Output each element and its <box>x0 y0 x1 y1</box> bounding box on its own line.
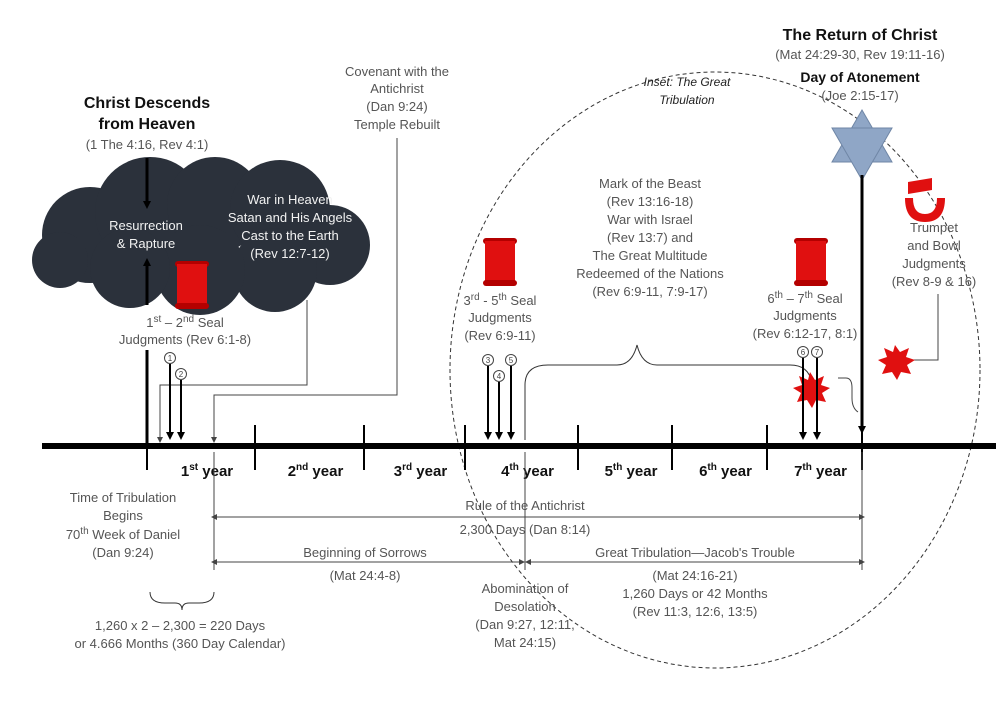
seal-number: 7 <box>815 348 820 357</box>
begins-line2: Begins <box>103 508 143 523</box>
scroll-icon <box>794 238 828 286</box>
abomination-line2: Desolation <box>494 599 555 614</box>
year-label: 4th year <box>501 462 554 480</box>
seal12-line1: 1st – 2nd Seal <box>146 314 224 330</box>
seal67-line2: Judgments <box>773 308 837 323</box>
descends-line2: from Heaven <box>99 116 196 133</box>
inset-label-line1: Inset: The Great <box>644 75 731 89</box>
calc-brace <box>149 591 215 611</box>
war-heaven-line2: Satan and His Angels <box>228 210 353 225</box>
inset-ellipse <box>449 71 981 669</box>
seal-number-circle <box>797 346 809 358</box>
descends-refs: (1 The 4:16, Rev 4:1) <box>86 137 209 152</box>
trumpet-line1: Trumpet <box>910 220 958 235</box>
scroll-icon <box>175 261 209 309</box>
trumpet-connector <box>898 294 939 361</box>
seal35-ref: (Rev 6:9-11) <box>464 328 535 343</box>
trumpet-icon <box>905 178 945 222</box>
scroll-icon <box>483 238 517 286</box>
seal35-line2: Judgments <box>468 310 532 325</box>
return-title: The Return of Christ <box>783 27 938 44</box>
seal-number-circle <box>505 354 517 366</box>
war-heaven-ref: (Rev 12:7-12) <box>250 246 329 261</box>
seal-number: 4 <box>497 372 502 381</box>
calc-line2: or 4.666 Months (360 Day Calendar) <box>74 636 285 651</box>
war-connector <box>157 300 308 443</box>
mark-line5: The Great Multitude <box>593 248 708 263</box>
year-label: 5th year <box>605 462 658 480</box>
seal-number-circle <box>493 370 505 382</box>
mark-line7: (Rev 6:9-11, 7:9-17) <box>592 284 707 299</box>
star-of-david-icon <box>831 108 893 182</box>
inset-label-line2: Tribulation <box>659 93 714 107</box>
trumpet-ref: (Rev 8-9 & 16) <box>892 274 977 289</box>
begins-line1: Time of Tribulation <box>70 490 176 505</box>
seal-number-circle <box>175 368 187 380</box>
sorrows-ref: (Mat 24:4-8) <box>330 568 401 583</box>
begins-ref: (Dan 9:24) <box>92 545 153 560</box>
mark-line4: (Rev 13:7) and <box>607 230 693 245</box>
seal12-line2: Judgments (Rev 6:1-8) <box>119 332 251 347</box>
seal35-line1: 3rd - 5th Seal <box>464 292 537 308</box>
war-heaven-line1: War in Heaven <box>247 192 333 207</box>
sorrows-label: Beginning of Sorrows <box>303 545 427 560</box>
year-label: 2nd year <box>288 462 344 480</box>
rapture-line2: & Rapture <box>117 236 176 251</box>
abomination-line3: (Dan 9:27, 12:11, <box>475 617 575 632</box>
atonement-label: Day of Atonement <box>800 69 920 85</box>
seal-number: 1 <box>168 354 173 363</box>
seal67-ref: (Rev 6:12-17, 8:1) <box>753 326 858 341</box>
burst-connector <box>838 377 859 413</box>
seal-number-circle <box>811 346 823 358</box>
abomination-line4: Mat 24:15) <box>494 635 556 650</box>
calc-line1: 1,260 x 2 – 2,300 = 220 Days <box>95 618 266 633</box>
burst-icon <box>793 372 830 408</box>
year-label: 6th year <box>699 462 752 480</box>
covenant-line4: Temple Rebuilt <box>354 117 440 132</box>
great-trib-label: Great Tribulation—Jacob's Trouble <box>595 545 795 560</box>
great-trib-line4: (Rev 11:3, 12:6, 13:5) <box>633 604 758 619</box>
seal67-line1: 6th – 7th Seal <box>767 290 842 306</box>
mark-line3: War with Israel <box>607 212 693 227</box>
covenant-line2: Antichrist <box>370 81 424 96</box>
seal-number: 5 <box>509 356 514 365</box>
return-refs: (Mat 24:29-30, Rev 19:11-16) <box>775 47 945 62</box>
year-labels: 1st year 2nd year 3rd year 4th year 5th year… <box>181 462 847 480</box>
rapture-line1: Resurrection <box>109 218 183 233</box>
mark-line1: Mark of the Beast <box>599 176 701 191</box>
trumpet-line3: Judgments <box>902 256 966 271</box>
year-ticks <box>146 425 863 470</box>
year-label: 7th year <box>794 462 847 480</box>
abomination-line1: Abomination of <box>482 581 569 596</box>
covenant-connector <box>211 138 398 443</box>
year-label: 1st year <box>181 462 233 480</box>
seal-number: 3 <box>486 356 491 365</box>
great-trib-ref: (Mat 24:16-21) <box>652 568 737 583</box>
seal-number-circle <box>164 352 176 364</box>
mark-brace <box>524 344 813 440</box>
atonement-ref: (Joe 2:15-17) <box>821 88 898 103</box>
mark-line6: Redeemed of the Nations <box>576 266 724 281</box>
mark-line2: (Rev 13:16-18) <box>607 194 694 209</box>
burst-icon <box>878 345 915 380</box>
seal-number: 2 <box>179 370 184 379</box>
descends-line1: Christ Descends <box>84 95 210 112</box>
trumpet-line2: and Bowl <box>907 238 961 253</box>
year-label: 3rd year <box>394 462 448 480</box>
begins-line3: 70th Week of Daniel <box>66 526 180 542</box>
covenant-ref: (Dan 9:24) <box>366 99 427 114</box>
war-heaven-line3: Cast to the Earth <box>241 228 339 243</box>
seal-number-circle <box>482 354 494 366</box>
covenant-line1: Covenant with the <box>345 64 449 79</box>
great-trib-line3: 1,260 Days or 42 Months <box>622 586 768 601</box>
seal-number: 6 <box>801 348 806 357</box>
